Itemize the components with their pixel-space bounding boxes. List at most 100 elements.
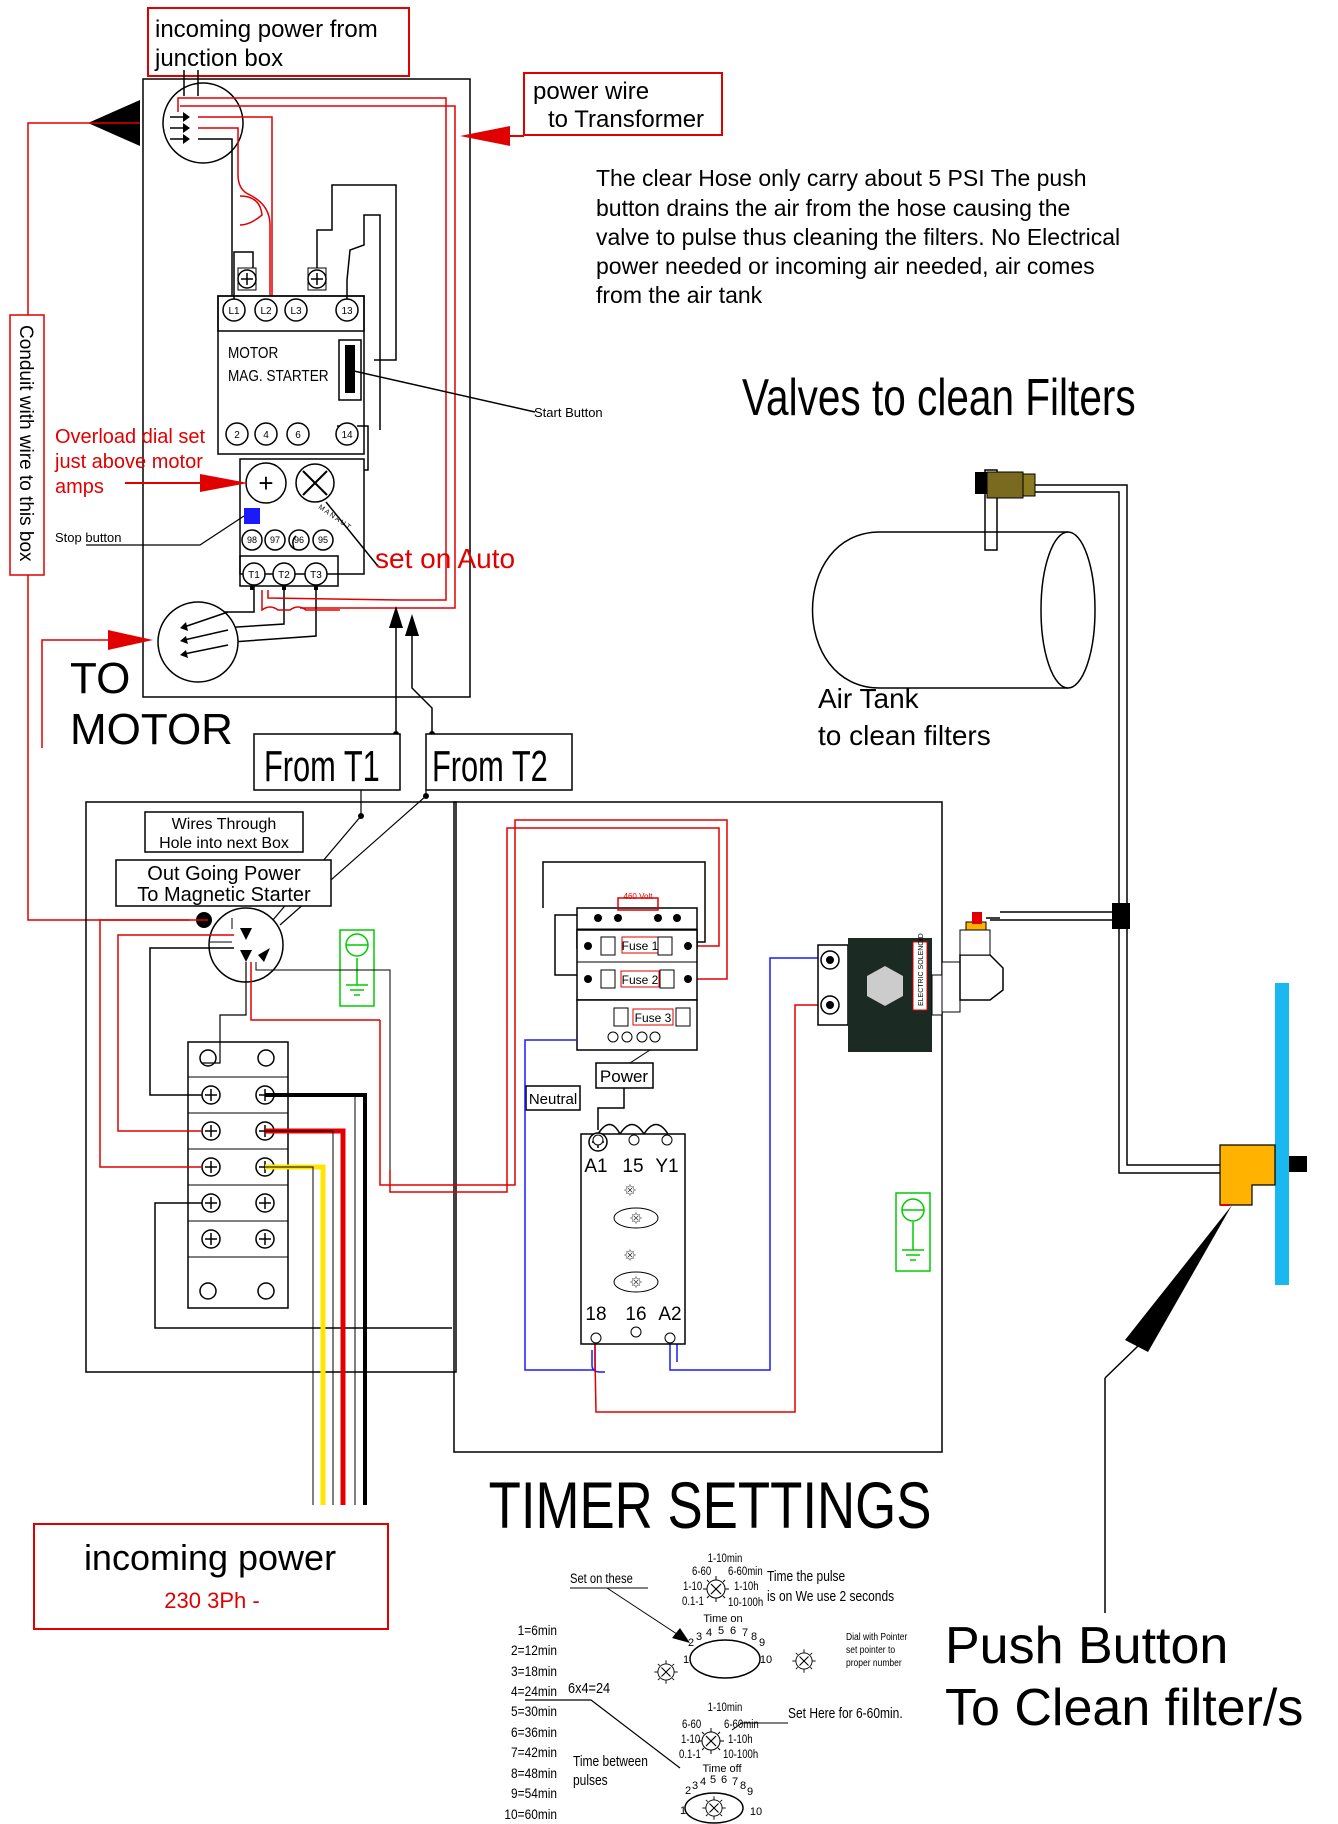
motor-receptacle xyxy=(157,601,239,683)
dial-bottom-range-1: 1-10min xyxy=(708,1701,743,1714)
on-scale-10: 10 xyxy=(760,1654,772,1666)
minutes-row-8: 8=48min xyxy=(511,1765,557,1781)
time-between-line1: Time between xyxy=(573,1753,648,1770)
off-scale-3: 3 xyxy=(692,1780,698,1792)
control-enclosure xyxy=(453,801,943,1453)
off-scale-2: 2 xyxy=(685,1785,691,1797)
air-tank xyxy=(1040,531,1096,689)
outgoing-power-line2: To Magnetic Starter xyxy=(137,884,311,906)
minutes-row-2: 2=12min xyxy=(511,1642,557,1658)
solenoid-label: ELECTRIC SOLENOID xyxy=(918,933,925,1006)
timer-terminal-18: 18 xyxy=(585,1304,606,1325)
outgoing-power-box xyxy=(115,859,332,907)
time-on-label: Time on xyxy=(703,1613,742,1625)
power-wire-line2: to Transformer xyxy=(548,106,704,133)
terminal-T3: T3 xyxy=(310,570,322,581)
minutes-row-7: 7=42min xyxy=(511,1744,557,1760)
on-scale-7: 7 xyxy=(742,1627,748,1639)
fuse-2-label: Fuse 2 xyxy=(622,973,659,987)
power-wire-label-box xyxy=(523,72,723,136)
minutes-row-4: 4=24min xyxy=(511,1683,557,1699)
terminal-95: 95 xyxy=(318,535,328,545)
starter-enclosure xyxy=(142,78,471,698)
dial-pointer-icon-left xyxy=(653,1659,679,1685)
dial-pointer-icon-right xyxy=(791,1648,817,1674)
ground-icon-left xyxy=(339,929,375,1007)
push-button-label-1: Push Button xyxy=(945,1617,1228,1675)
timer-terminal-16: 16 xyxy=(625,1304,646,1325)
off-scale-4: 4 xyxy=(700,1776,706,1788)
on-scale-1: 1 xyxy=(683,1654,689,1666)
push-button[interactable] xyxy=(1219,1144,1276,1206)
set-on-auto-label: set on Auto xyxy=(375,543,515,574)
start-button-label: Start Button xyxy=(534,405,603,420)
neutral-label-box xyxy=(525,1085,581,1111)
tank-valve-fitting xyxy=(986,471,1024,499)
dial-bottom-range-7: 10-100h xyxy=(723,1748,758,1761)
pulse-on-dial[interactable] xyxy=(702,1575,730,1603)
overload-note-2: just above motor xyxy=(54,451,203,473)
overload-note-3: amps xyxy=(55,476,104,498)
ground-icon-right xyxy=(895,1192,931,1272)
terminal-98: 98 xyxy=(247,535,257,545)
time-pulse-line2: is on We use 2 seconds xyxy=(767,1588,894,1605)
terminal-96: 96 xyxy=(294,535,304,545)
timer-terminal-Y1: Y1 xyxy=(655,1156,678,1177)
push-button-arrow-icon xyxy=(1125,1205,1232,1352)
dial-bottom-range-4: 1-10 xyxy=(681,1733,700,1746)
on-scale-3: 3 xyxy=(696,1631,702,1643)
set-here-label: Set Here for 6-60min. xyxy=(788,1705,903,1722)
dial-pointer-line3: proper number xyxy=(846,1657,902,1668)
dial-top-range-4: 1-10 xyxy=(683,1580,702,1593)
dial-top-range-6: 0.1-1 xyxy=(682,1595,704,1608)
incoming-receptacle xyxy=(162,82,244,164)
stop-button[interactable] xyxy=(244,508,260,524)
off-scale-5: 5 xyxy=(710,1774,716,1786)
minutes-row-10: 10=60min xyxy=(504,1806,557,1822)
hose-note-3: valve to pulse thus cleaning the filters… xyxy=(596,224,1120,250)
conduit-label: Conduit with wire to this box xyxy=(15,325,36,562)
power-wire-line1: power wire xyxy=(533,78,649,105)
overload-arrow-icon xyxy=(200,474,248,492)
time-between-line2: pulses xyxy=(573,1772,608,1789)
dial-top-range-7: 10-100h xyxy=(728,1596,763,1609)
motor-starter xyxy=(217,295,365,455)
timer-relay xyxy=(580,1133,686,1345)
off-scale-6: 6 xyxy=(721,1774,727,1786)
terminal-L2: L2 xyxy=(260,306,272,317)
dial-bottom-range-5: 1-10h xyxy=(728,1733,753,1746)
neutral-label: Neutral xyxy=(529,1091,577,1108)
dial-top-range-5: 1-10h xyxy=(734,1580,759,1593)
power-label: Power xyxy=(600,1067,649,1086)
terminal-97: 97 xyxy=(270,535,280,545)
timer-settings-title: TIMER SETTINGS xyxy=(489,1468,932,1542)
wires-through-box xyxy=(144,811,304,853)
stop-button-label: Stop button xyxy=(55,530,122,545)
dial-top-range-3: 6-60min xyxy=(728,1565,763,1578)
timer-terminal-A2: A2 xyxy=(658,1304,681,1325)
minutes-row-5: 5=30min xyxy=(511,1703,557,1719)
from-t2-box xyxy=(425,733,573,791)
dial-pointer-line1: Dial with Pointer xyxy=(846,1631,907,1642)
on-scale-2: 2 xyxy=(688,1637,694,1649)
minutes-row-9: 9=54min xyxy=(511,1785,557,1801)
pulse-off-dial[interactable] xyxy=(697,1727,725,1755)
on-scale-6: 6 xyxy=(730,1625,736,1637)
incoming-power-title: incoming power xyxy=(84,1537,336,1578)
terminal-T1: T1 xyxy=(248,570,260,581)
voltage-label: 460 Volt xyxy=(624,892,654,901)
on-scale-8: 8 xyxy=(751,1631,757,1643)
disconnect-enclosure xyxy=(85,801,457,1373)
push-button-panel xyxy=(1275,983,1289,1285)
off-scale-10: 10 xyxy=(750,1806,762,1818)
minutes-row-6: 6=36min xyxy=(511,1724,557,1740)
terminal-L1: L1 xyxy=(228,306,240,317)
time-on-scale xyxy=(689,1639,761,1679)
valves-title: Valves to clean Filters xyxy=(742,368,1136,426)
terminal-2: 2 xyxy=(234,430,240,441)
six-x-four-label: 6x4=24 xyxy=(568,1679,610,1696)
minutes-row-1: 1=6min xyxy=(518,1622,557,1638)
terminal-14: 14 xyxy=(341,430,353,441)
terminal-6: 6 xyxy=(295,430,301,441)
wires-through-line1: Wires Through xyxy=(172,816,277,833)
